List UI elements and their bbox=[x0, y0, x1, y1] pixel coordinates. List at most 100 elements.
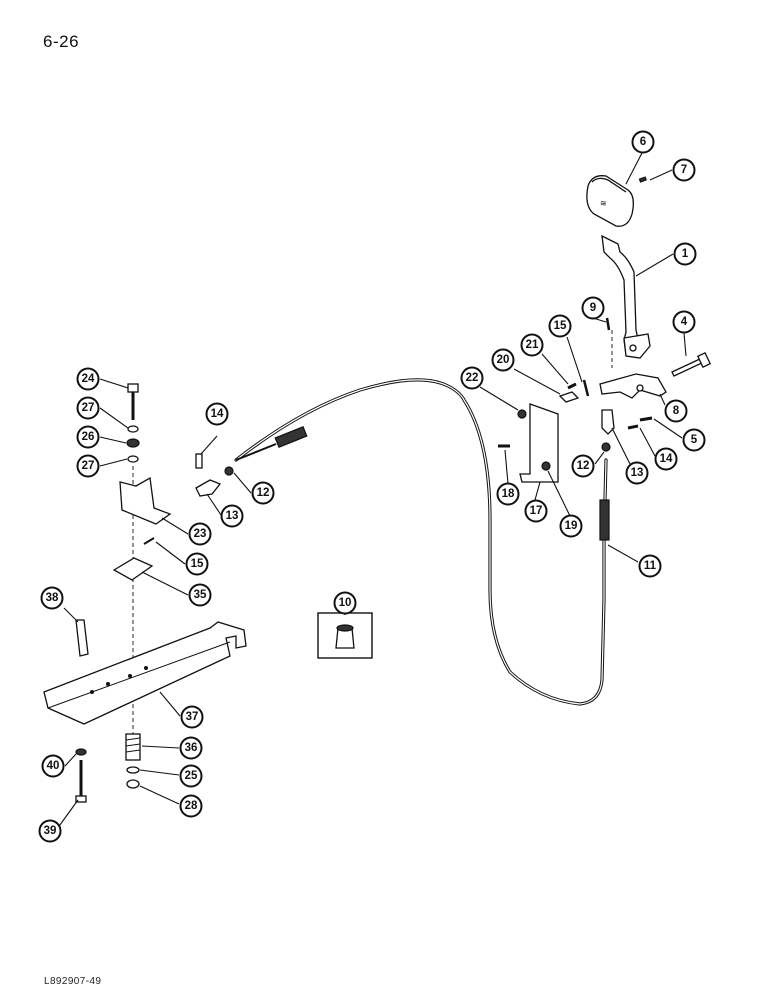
svg-text:35: 35 bbox=[194, 589, 207, 601]
svg-text:13: 13 bbox=[631, 467, 644, 479]
part-27a-washer bbox=[127, 425, 139, 433]
part-21-bolt bbox=[567, 382, 577, 390]
svg-text:36: 36 bbox=[185, 742, 198, 754]
callouts: 6 7 1 9 4 15 21 20 22 8 5 14 13 12 18 17… bbox=[38, 130, 706, 843]
svg-text:23: 23 bbox=[194, 528, 207, 540]
part-7-screw bbox=[638, 176, 647, 183]
part-26-spring-washer bbox=[126, 438, 140, 448]
part-5-pin bbox=[639, 416, 653, 422]
svg-text:24: 24 bbox=[82, 373, 95, 385]
part-40-washer bbox=[75, 748, 87, 756]
callout-14-left: 14 bbox=[205, 402, 229, 426]
part-1-lever bbox=[601, 234, 651, 359]
svg-text:7: 7 bbox=[681, 164, 687, 176]
figure-code: L892907-49 bbox=[44, 976, 102, 987]
callout-5: 5 bbox=[682, 428, 706, 452]
svg-text:6: 6 bbox=[640, 136, 646, 148]
svg-text:11: 11 bbox=[644, 560, 657, 572]
callout-12-left: 12 bbox=[251, 481, 275, 505]
callout-15-right: 15 bbox=[548, 314, 572, 338]
callout-9: 9 bbox=[581, 296, 605, 320]
svg-text:26: 26 bbox=[82, 431, 95, 443]
callout-25: 25 bbox=[179, 764, 203, 788]
callout-12-right: 12 bbox=[571, 454, 595, 478]
svg-text:39: 39 bbox=[44, 825, 57, 837]
part-19-nut bbox=[541, 461, 551, 471]
callout-18: 18 bbox=[496, 482, 520, 506]
callout-8: 8 bbox=[664, 399, 688, 423]
part-23-bracket bbox=[119, 476, 172, 525]
part-20-clip bbox=[558, 391, 580, 403]
callout-6: 6 bbox=[631, 130, 655, 154]
callout-28: 28 bbox=[179, 794, 203, 818]
part-12b-nut bbox=[224, 466, 234, 476]
svg-text:37: 37 bbox=[186, 711, 199, 723]
svg-text:4: 4 bbox=[681, 316, 688, 328]
part-38-dowel bbox=[75, 619, 89, 657]
part-27b-washer bbox=[127, 455, 139, 463]
svg-text:15: 15 bbox=[191, 558, 204, 570]
part-22-nut bbox=[517, 409, 527, 419]
callout-1: 1 bbox=[673, 242, 697, 266]
svg-text:17: 17 bbox=[530, 505, 543, 517]
svg-text:20: 20 bbox=[497, 354, 510, 366]
callout-14-right: 14 bbox=[654, 447, 678, 471]
part-6-knob: ≋ bbox=[586, 175, 634, 227]
svg-text:21: 21 bbox=[526, 339, 539, 351]
svg-text:18: 18 bbox=[502, 488, 515, 500]
cable-left-end-fitting bbox=[235, 425, 308, 461]
svg-text:19: 19 bbox=[565, 520, 578, 532]
callout-40: 40 bbox=[41, 754, 65, 778]
callout-10: 10 bbox=[333, 591, 357, 615]
callout-19: 19 bbox=[559, 514, 583, 538]
callout-27-top: 27 bbox=[76, 396, 100, 420]
svg-text:14: 14 bbox=[211, 408, 224, 420]
svg-text:27: 27 bbox=[82, 460, 95, 472]
callout-27-bottom: 27 bbox=[76, 454, 100, 478]
callout-38: 38 bbox=[40, 586, 64, 610]
svg-text:10: 10 bbox=[339, 597, 352, 609]
part-8-plate bbox=[599, 373, 667, 399]
svg-text:5: 5 bbox=[691, 434, 698, 446]
callout-15-left: 15 bbox=[185, 552, 209, 576]
part-15a-pin bbox=[582, 379, 590, 397]
callout-39: 39 bbox=[38, 819, 62, 843]
svg-text:12: 12 bbox=[257, 487, 270, 499]
callout-13-right: 13 bbox=[625, 461, 649, 485]
part-24-bolt bbox=[127, 383, 139, 420]
part-35-plate bbox=[112, 557, 154, 581]
svg-text:22: 22 bbox=[466, 372, 479, 384]
callout-24: 24 bbox=[76, 367, 100, 391]
cable-right-end-fitting bbox=[599, 499, 610, 541]
page-number: 6-26 bbox=[43, 32, 80, 51]
svg-text:12: 12 bbox=[577, 460, 590, 472]
svg-text:13: 13 bbox=[226, 510, 239, 522]
svg-text:14: 14 bbox=[660, 453, 673, 465]
svg-text:15: 15 bbox=[554, 320, 567, 332]
part-12a-nut bbox=[601, 442, 611, 452]
callout-11: 11 bbox=[638, 554, 662, 578]
part-10-plug-box bbox=[317, 612, 373, 659]
svg-text:≋: ≋ bbox=[600, 199, 607, 208]
callout-26: 26 bbox=[76, 425, 100, 449]
callout-20: 20 bbox=[491, 348, 515, 372]
callout-35: 35 bbox=[188, 583, 212, 607]
part-36-spring bbox=[125, 733, 141, 761]
callout-23: 23 bbox=[188, 522, 212, 546]
callout-7: 7 bbox=[672, 158, 696, 182]
svg-text:1: 1 bbox=[682, 248, 689, 260]
svg-text:25: 25 bbox=[185, 770, 198, 782]
part-15b-pin bbox=[143, 537, 155, 545]
part-25-washer bbox=[126, 766, 140, 774]
svg-text:8: 8 bbox=[673, 405, 680, 417]
svg-text:9: 9 bbox=[590, 302, 596, 314]
part-13a-clevis bbox=[601, 409, 615, 435]
callout-36: 36 bbox=[179, 736, 203, 760]
svg-text:38: 38 bbox=[46, 592, 59, 604]
part-28-nut bbox=[126, 779, 140, 789]
svg-text:40: 40 bbox=[47, 760, 60, 772]
leader-lines bbox=[56, 150, 687, 830]
part-9-pin bbox=[605, 317, 611, 331]
part-8-hole bbox=[636, 384, 644, 392]
